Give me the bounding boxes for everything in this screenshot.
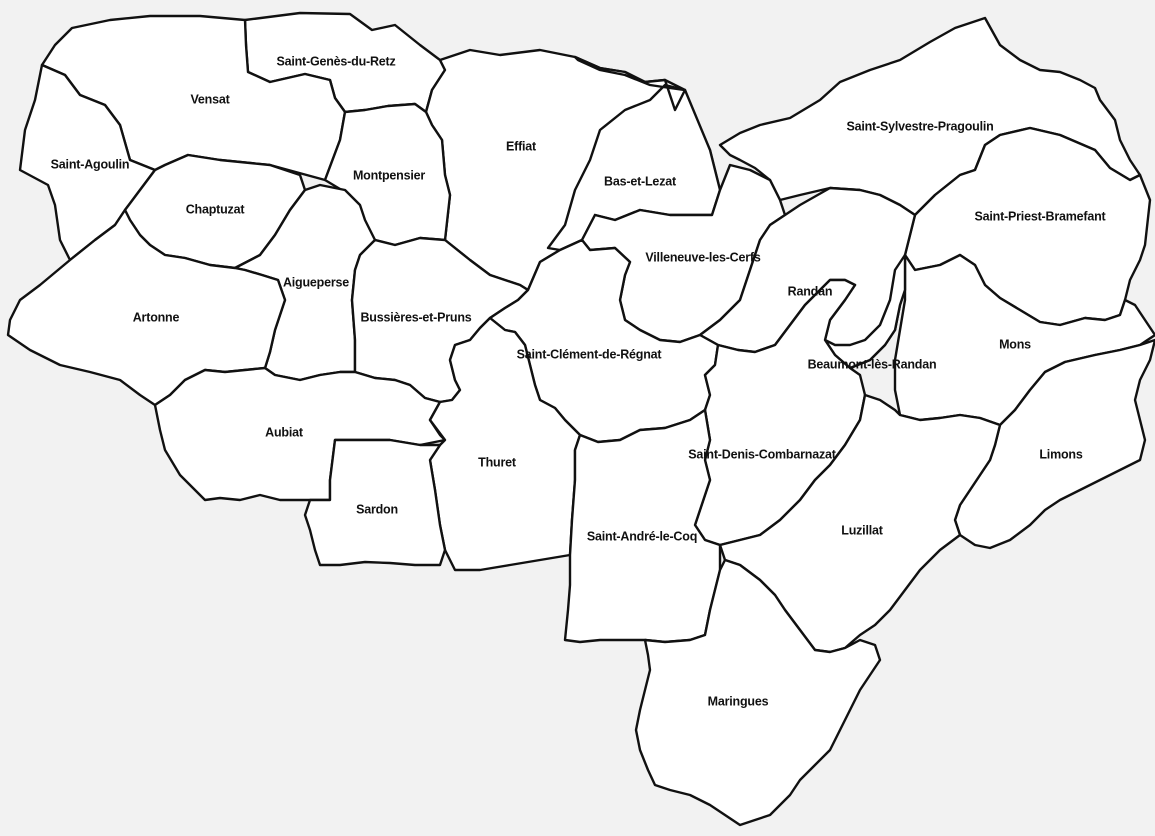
commune-artonne xyxy=(6,208,287,407)
commune-label-saint-clement-de-regnat: Saint-Clément-de-Régnat xyxy=(517,347,663,361)
commune-label-artonne: Artonne xyxy=(133,310,180,324)
commune-label-limons: Limons xyxy=(1039,447,1082,461)
commune-label-aigueperse: Aigueperse xyxy=(283,275,349,289)
commune-label-luzillat: Luzillat xyxy=(841,523,883,537)
commune-label-chaptuzat: Chaptuzat xyxy=(186,202,246,216)
commune-label-villeneuve-les-cerfs: Villeneuve-les-Cerfs xyxy=(645,250,761,264)
commune-label-vensat: Vensat xyxy=(190,92,230,106)
commune-label-maringues: Maringues xyxy=(708,694,769,708)
commune-label-effiat: Effiat xyxy=(506,139,537,153)
commune-label-bas-et-lezat: Bas-et-Lezat xyxy=(604,174,677,188)
commune-label-saint-genes-du-retz: Saint-Genès-du-Retz xyxy=(276,54,395,68)
commune-label-randan: Randan xyxy=(788,284,833,298)
commune-label-aubiat: Aubiat xyxy=(265,425,304,439)
commune-label-saint-sylvestre-pragoulin: Saint-Sylvestre-Pragoulin xyxy=(846,119,993,133)
commune-sardon xyxy=(303,438,447,567)
commune-label-beaumont-les-randan: Beaumont-lès-Randan xyxy=(808,357,937,371)
commune-label-saint-agoulin: Saint-Agoulin xyxy=(51,157,130,171)
commune-label-saint-priest-bramefant: Saint-Priest-Bramefant xyxy=(974,209,1106,223)
commune-beaumont-les-randan xyxy=(823,253,907,370)
commune-maringues xyxy=(634,558,882,827)
commune-label-saint-denis-combarnazat: Saint-Denis-Combarnazat xyxy=(688,447,837,461)
commune-label-thuret: Thuret xyxy=(478,455,517,469)
commune-label-saint-andre-le-coq: Saint-André-le-Coq xyxy=(587,529,697,543)
commune-label-mons: Mons xyxy=(999,337,1031,351)
commune-label-bussieres-et-pruns: Bussières-et-Pruns xyxy=(360,310,471,324)
commune-label-sardon: Sardon xyxy=(356,502,398,516)
commune-label-montpensier: Montpensier xyxy=(353,168,425,182)
commune-saint-andre-le-coq xyxy=(563,408,722,644)
